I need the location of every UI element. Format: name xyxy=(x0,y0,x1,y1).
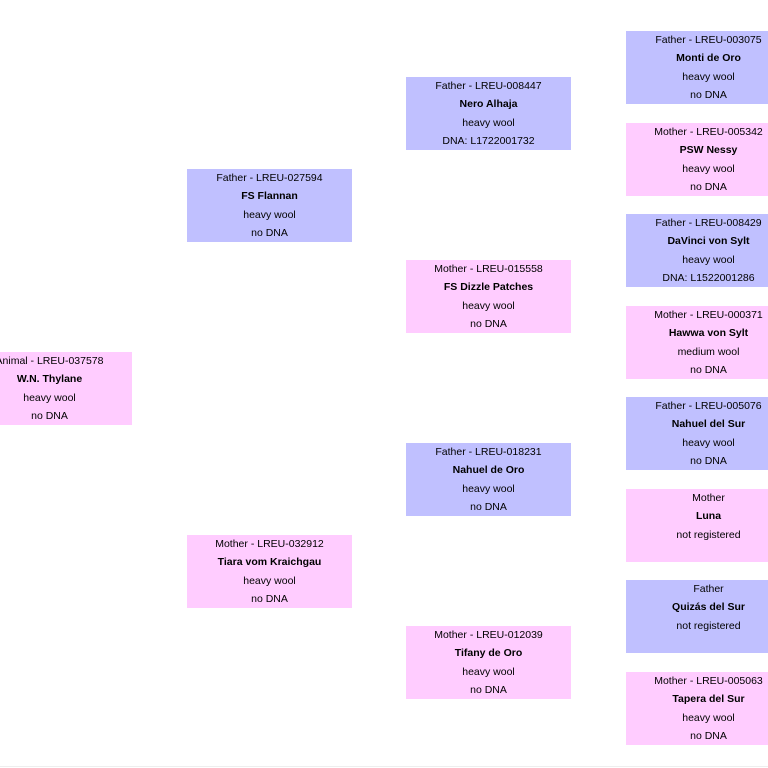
card-header: Father - LREU-008429 xyxy=(655,217,762,229)
card-name: W.N. Thylane xyxy=(16,373,83,386)
card-wool: heavy wool xyxy=(682,436,735,449)
card-name: Monti de Oro xyxy=(676,52,741,65)
card-dna: no DNA xyxy=(690,363,727,376)
card-header: Mother - LREU-005342 xyxy=(654,126,763,138)
card-dna: no DNA xyxy=(251,592,288,605)
paternal-grandfather-card[interactable]: Father - LREU-008447 Nero Alhaja heavy w… xyxy=(406,77,571,150)
card-header: Mother - LREU-032912 xyxy=(215,538,324,550)
card-wool: heavy wool xyxy=(682,162,735,175)
great-grandparent-card[interactable]: Mother Luna not registered xyxy=(626,489,768,562)
card-dna: no DNA xyxy=(690,88,727,101)
great-grandparent-card[interactable]: Father - LREU-003075 Monti de Oro heavy … xyxy=(626,31,768,104)
card-header: Father - LREU-027594 xyxy=(216,172,323,184)
card-dna: no DNA xyxy=(690,454,727,467)
paternal-grandmother-card[interactable]: Mother - LREU-015558 FS Dizzle Patches h… xyxy=(406,260,571,333)
animal-card[interactable]: Animal - LREU-037578 W.N. Thylane heavy … xyxy=(0,352,132,425)
mother-card[interactable]: Mother - LREU-032912 Tiara vom Kraichgau… xyxy=(187,535,352,608)
card-header: Mother - LREU-015558 xyxy=(434,263,543,275)
card-dna: no DNA xyxy=(690,729,727,742)
card-dna: no DNA xyxy=(31,409,68,422)
great-grandparent-card[interactable]: Father Quizás del Sur not registered xyxy=(626,580,768,653)
card-dna: no DNA xyxy=(470,500,507,513)
card-name: Nero Alhaja xyxy=(459,98,518,111)
card-header: Father - LREU-008447 xyxy=(435,80,542,92)
card-wool: heavy wool xyxy=(682,70,735,83)
card-header: Father - LREU-003075 xyxy=(655,34,762,46)
card-wool: heavy wool xyxy=(23,391,76,404)
card-status: not registered xyxy=(676,528,741,541)
great-grandparent-card[interactable]: Mother - LREU-005063 Tapera del Sur heav… xyxy=(626,672,768,745)
great-grandparent-card[interactable]: Father - LREU-008429 DaVinci von Sylt he… xyxy=(626,214,768,287)
card-wool: heavy wool xyxy=(462,299,515,312)
card-wool: heavy wool xyxy=(462,116,515,129)
card-header: Mother - LREU-012039 xyxy=(434,629,543,641)
great-grandparent-card[interactable]: Father - LREU-005076 Nahuel del Sur heav… xyxy=(626,397,768,470)
card-dna: DNA: L1522001286 xyxy=(662,271,755,284)
card-dna: no DNA xyxy=(251,226,288,239)
card-header: Mother xyxy=(692,492,725,504)
card-name: Nahuel del Sur xyxy=(671,418,746,431)
father-card[interactable]: Father - LREU-027594 FS Flannan heavy wo… xyxy=(187,169,352,242)
card-wool: heavy wool xyxy=(682,253,735,266)
card-wool: heavy wool xyxy=(243,208,296,221)
card-dna: DNA: L1722001732 xyxy=(442,134,535,147)
card-status: not registered xyxy=(676,619,741,632)
card-wool: heavy wool xyxy=(462,482,515,495)
card-header: Father - LREU-005076 xyxy=(655,400,762,412)
card-header: Mother - LREU-000371 xyxy=(654,309,763,321)
card-dna: no DNA xyxy=(470,683,507,696)
divider xyxy=(0,766,768,767)
great-grandparent-card[interactable]: Mother - LREU-005342 PSW Nessy heavy woo… xyxy=(626,123,768,196)
card-header: Father xyxy=(693,583,724,595)
maternal-grandfather-card[interactable]: Father - LREU-018231 Nahuel de Oro heavy… xyxy=(406,443,571,516)
card-header: Mother - LREU-005063 xyxy=(654,675,763,687)
card-name: Hawwa von Sylt xyxy=(668,327,749,340)
card-dna: no DNA xyxy=(690,180,727,193)
card-name: Tifany de Oro xyxy=(454,647,523,660)
card-wool: heavy wool xyxy=(682,711,735,724)
card-wool: medium wool xyxy=(677,345,740,358)
card-name: Quizás del Sur xyxy=(672,601,745,614)
card-name: FS Dizzle Patches xyxy=(443,281,534,294)
card-wool: heavy wool xyxy=(243,574,296,587)
maternal-grandmother-card[interactable]: Mother - LREU-012039 Tifany de Oro heavy… xyxy=(406,626,571,699)
card-name: Luna xyxy=(695,510,722,523)
card-dna: no DNA xyxy=(470,317,507,330)
card-name: FS Flannan xyxy=(241,190,298,203)
card-wool: heavy wool xyxy=(462,665,515,678)
great-grandparent-card[interactable]: Mother - LREU-000371 Hawwa von Sylt medi… xyxy=(626,306,768,379)
card-name: DaVinci von Sylt xyxy=(667,235,750,248)
card-header: Animal - LREU-037578 xyxy=(0,355,104,367)
card-name: Tapera del Sur xyxy=(672,693,745,706)
card-header: Father - LREU-018231 xyxy=(435,446,542,458)
card-name: Tiara vom Kraichgau xyxy=(217,556,322,569)
card-name: PSW Nessy xyxy=(679,144,738,157)
card-name: Nahuel de Oro xyxy=(452,464,525,477)
